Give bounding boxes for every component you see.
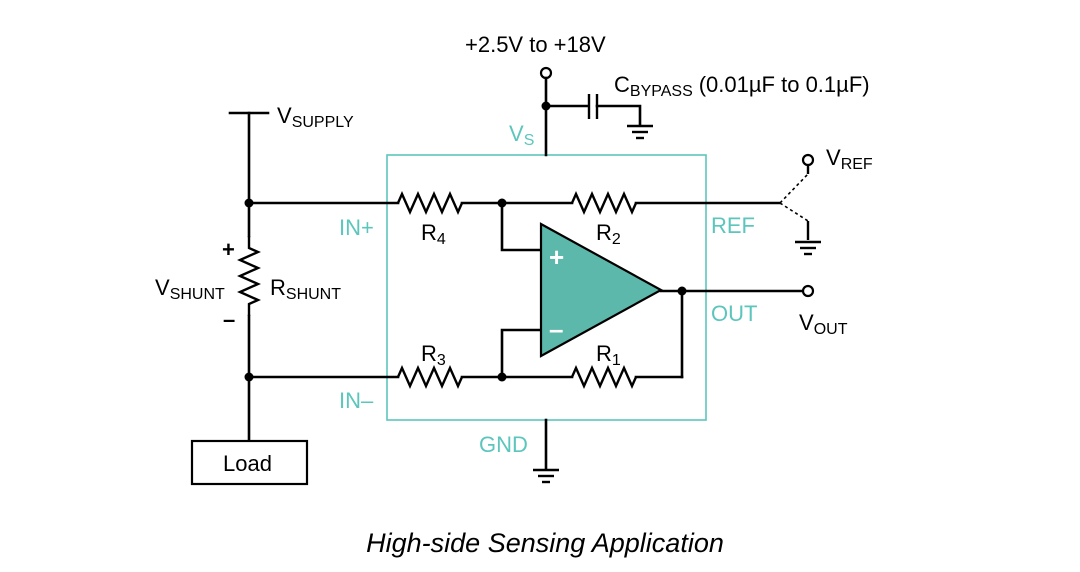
in-plus-pin-label: IN+ [339, 215, 374, 240]
opamp-plus-sign: + [549, 242, 564, 272]
r2-label: R2 [596, 220, 621, 248]
ref-pin-label: REF [711, 213, 755, 238]
vshunt-plus-sign: + [222, 237, 235, 262]
vref-label: VREF [826, 145, 873, 173]
ref-switch-to-vref [779, 173, 809, 204]
junction-dot [677, 286, 687, 296]
r2-resistor [570, 191, 638, 215]
load-box [190, 439, 309, 486]
supply-range-label: +2.5V to +18V [465, 32, 606, 57]
inverting-input-wire [500, 328, 544, 379]
r1-resistor [570, 365, 638, 389]
load-label: Load [223, 451, 272, 476]
diagram-caption: High-side Sensing Application [366, 528, 724, 558]
cbypass-ground-icon [627, 124, 653, 140]
ref-ground-icon [795, 240, 821, 256]
vshunt-minus-sign: – [223, 307, 235, 332]
vout-label: VOUT [799, 310, 848, 338]
junction-dot [497, 198, 507, 208]
opamp-triangle [539, 222, 664, 358]
r3-label: R3 [421, 341, 446, 369]
gnd-ground-icon [533, 468, 559, 484]
vs-pin-label: VS [509, 121, 534, 149]
junction-dot [541, 101, 551, 111]
r1-label: R1 [596, 341, 621, 369]
supply-terminal [539, 66, 553, 80]
vsupply-label: VSUPPLY [277, 103, 354, 131]
r4-label: R4 [421, 220, 446, 248]
cbypass-ground-lead [595, 104, 642, 126]
noninverting-input-wire [500, 201, 544, 252]
rshunt-resistor [237, 236, 261, 316]
vshunt-label: VSHUNT [155, 275, 225, 303]
in-minus-pin-label: IN– [339, 388, 374, 413]
cbypass-label: CBYPASS(0.01µF to 0.1µF) [614, 72, 870, 100]
junction-dot [244, 198, 254, 208]
gnd-pin-label: GND [479, 432, 528, 457]
rshunt-label: RSHUNT [270, 275, 341, 303]
opamp-minus-sign: – [549, 314, 563, 344]
vref-terminal [801, 153, 815, 167]
vout-terminal [801, 284, 815, 298]
r4-resistor [396, 191, 464, 215]
ref-switch-to-ground [779, 202, 809, 222]
out-pin-label: OUT [711, 301, 757, 326]
junction-dot [497, 372, 507, 382]
junction-dot [244, 372, 254, 382]
r3-resistor [396, 365, 464, 389]
